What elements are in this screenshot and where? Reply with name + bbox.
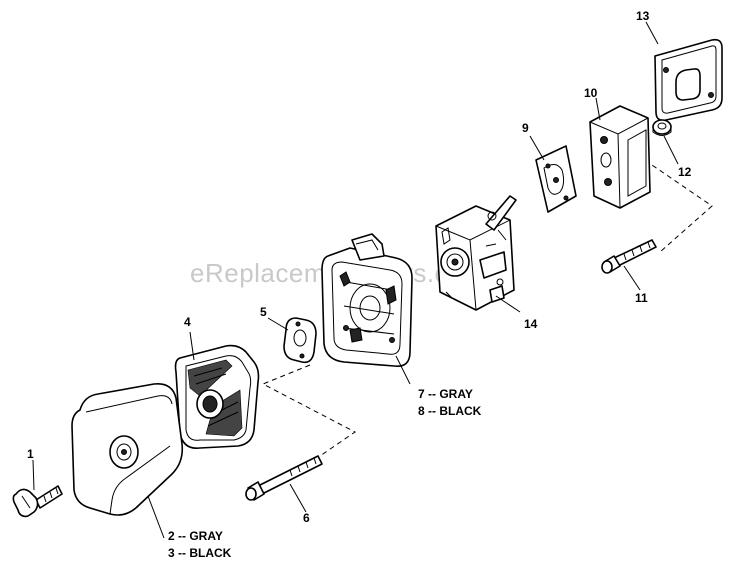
callout-7: 7 -- GRAY xyxy=(418,387,473,401)
leader-1 xyxy=(32,459,35,491)
leader-13 xyxy=(645,21,659,45)
part-6-long-bolt[interactable] xyxy=(245,455,323,501)
leader-12 xyxy=(663,135,679,165)
callout-12: 12 xyxy=(678,165,692,179)
part-7-8-air-box[interactable] xyxy=(321,233,413,368)
part-2-3-cover[interactable] xyxy=(71,382,184,516)
part-11-bolt[interactable] xyxy=(601,239,657,274)
leader-14 xyxy=(495,295,521,313)
leader-6 xyxy=(289,483,307,513)
assembly-line-front xyxy=(261,364,356,457)
part-10-insulator[interactable] xyxy=(589,105,651,209)
leader-11 xyxy=(623,265,641,291)
part-9-gasket[interactable] xyxy=(535,145,577,213)
part-5-gasket[interactable] xyxy=(283,317,317,364)
leader-7-8 xyxy=(395,355,411,385)
part-13-gasket[interactable] xyxy=(654,38,723,122)
callout-6: 6 xyxy=(303,511,310,525)
callout-14: 14 xyxy=(524,317,538,331)
leader-10 xyxy=(595,97,601,121)
part-14-carburetor[interactable] xyxy=(435,195,517,311)
assembly-line-rear xyxy=(629,149,713,253)
callout-1: 1 xyxy=(27,447,34,461)
callout-5: 5 xyxy=(260,305,267,319)
leader-5 xyxy=(267,317,289,331)
callout-13: 13 xyxy=(636,9,650,23)
callout-8: 8 -- BLACK xyxy=(418,404,482,418)
leader-9 xyxy=(529,135,545,161)
callout-4: 4 xyxy=(184,315,191,329)
part-4-filter[interactable] xyxy=(174,344,260,450)
leader-4 xyxy=(189,331,195,361)
part-1-wing-bolt[interactable] xyxy=(12,485,63,518)
leader-2-3 xyxy=(147,495,165,539)
callout-10: 10 xyxy=(584,86,598,100)
part-12-nut[interactable] xyxy=(652,119,672,136)
callout-3: 3 -- BLACK xyxy=(168,546,232,560)
callout-9: 9 xyxy=(522,121,529,135)
callout-11: 11 xyxy=(635,291,648,305)
callout-2: 2 -- GRAY xyxy=(168,529,223,543)
